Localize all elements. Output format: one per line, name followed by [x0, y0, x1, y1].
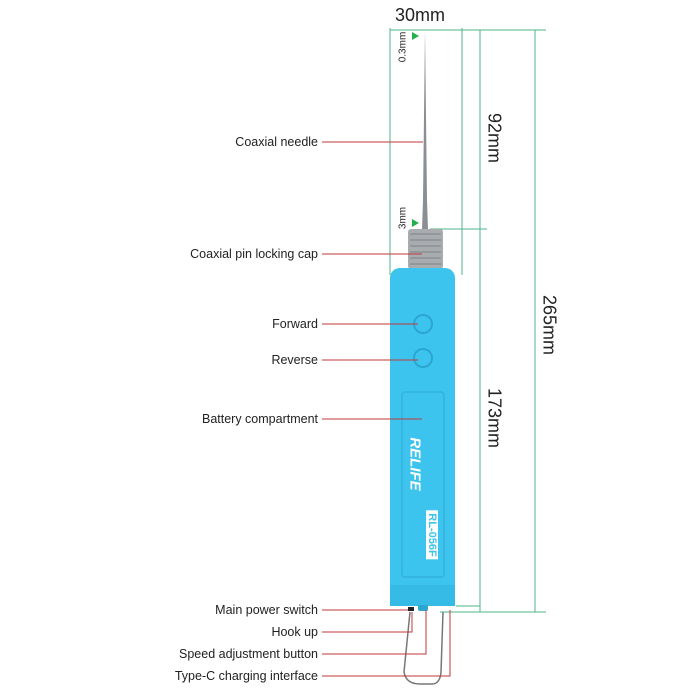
- needle-length-dimension: 92mm: [484, 112, 505, 164]
- hook: [403, 611, 444, 685]
- brand-logo: RELIFE: [406, 437, 424, 491]
- body-length-dimension: 173mm: [484, 387, 505, 449]
- label-forward: Forward: [272, 317, 318, 331]
- speed-button[interactable]: [418, 605, 428, 611]
- label-reverse: Reverse: [271, 353, 318, 367]
- locking-cap: [408, 229, 443, 269]
- width-dimension: 30mm: [395, 5, 446, 25]
- label-coaxial-needle: Coaxial needle: [235, 135, 318, 149]
- pen-body: [390, 268, 455, 606]
- label-locking-cap: Coaxial pin locking cap: [190, 247, 318, 261]
- tip-diameter-dimension: 0.3mm: [397, 31, 409, 63]
- battery-cover: [401, 391, 445, 578]
- tip-arrow-icon: [412, 32, 419, 40]
- power-switch[interactable]: [408, 607, 414, 611]
- base-diameter-dimension: 3mm: [397, 206, 409, 230]
- leader-lines: [322, 141, 451, 677]
- base-arrow-icon: [412, 219, 419, 227]
- label-type-c: Type-C charging interface: [174, 669, 318, 683]
- label-hook-up: Hook up: [271, 625, 318, 639]
- coaxial-needle: [422, 30, 428, 229]
- label-main-power-switch: Main power switch: [215, 603, 318, 617]
- total-length-dimension: 265mm: [539, 294, 560, 356]
- label-speed-adjustment: Speed adjustment button: [179, 647, 318, 661]
- label-battery-compartment: Battery compartment: [201, 412, 318, 426]
- reverse-button[interactable]: [413, 348, 433, 368]
- model-number: RL-056F: [426, 510, 438, 560]
